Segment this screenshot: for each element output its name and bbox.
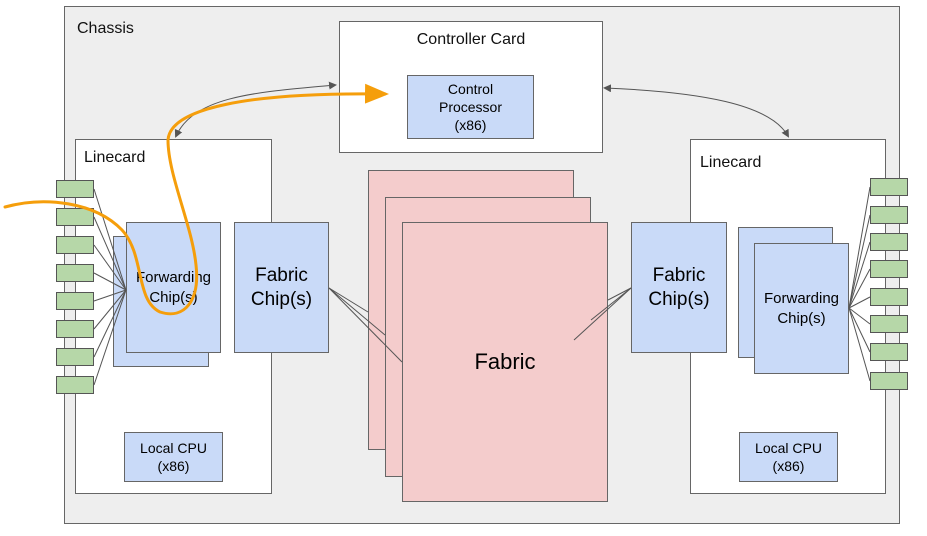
right-fabric-line1: Fabric (652, 264, 706, 286)
fabric-links (328, 287, 632, 363)
right-port (870, 233, 908, 251)
left-local-cpu: Local CPU (x86) (124, 432, 223, 482)
left-control-link (174, 81, 337, 138)
left-forwarding-line2: Chip(s) (149, 288, 198, 306)
right-forwarding-chip: Forwarding Chip(s) (754, 243, 849, 374)
right-port (870, 343, 908, 361)
chassis-label: Chassis (77, 20, 134, 37)
control-processor-line2: Processor (438, 99, 503, 115)
left-fabric-line2: Chip(s) (250, 288, 313, 310)
left-fabric-line1: Fabric (255, 264, 308, 286)
right-port (870, 372, 908, 390)
right-fabric-chip: Fabric Chip(s) (631, 222, 727, 353)
left-fabric-chip: Fabric Chip(s) (234, 222, 329, 353)
right-forwarding-line2: Chip(s) (777, 309, 826, 327)
left-port (56, 264, 94, 282)
left-cpu-line1: Local CPU (140, 440, 207, 456)
fabric-plane-front: Fabric (402, 222, 608, 502)
right-linecard-label: Linecard (700, 154, 762, 171)
control-processor-line1: Control (447, 81, 494, 97)
right-port (870, 288, 908, 306)
left-cpu-line2: (x86) (157, 458, 190, 474)
controller-card-label: Controller Card (416, 31, 526, 48)
right-port-links (848, 186, 871, 382)
left-port (56, 180, 94, 198)
right-port (870, 178, 908, 196)
right-port (870, 260, 908, 278)
packet-path-arrow (3, 83, 389, 316)
right-control-link (603, 84, 789, 138)
right-port (870, 315, 908, 333)
left-linecard-label: Linecard (84, 149, 146, 166)
right-cpu-line2: (x86) (772, 458, 805, 474)
left-port (56, 348, 94, 366)
left-port (56, 236, 94, 254)
right-forwarding-line1: Forwarding (763, 289, 840, 307)
left-port (56, 208, 94, 226)
control-processor-line3: (x86) (454, 117, 487, 133)
left-port (56, 320, 94, 338)
left-forwarding-line1: Forwarding (135, 268, 212, 286)
control-processor: Control Processor (x86) (407, 75, 534, 139)
left-port (56, 292, 94, 310)
right-local-cpu: Local CPU (x86) (739, 432, 838, 482)
fabric-label: Fabric (474, 349, 536, 374)
left-port-links (93, 188, 127, 386)
right-fabric-line2: Chip(s) (648, 288, 710, 310)
right-cpu-line1: Local CPU (755, 440, 822, 456)
left-port (56, 376, 94, 394)
right-port (870, 206, 908, 224)
